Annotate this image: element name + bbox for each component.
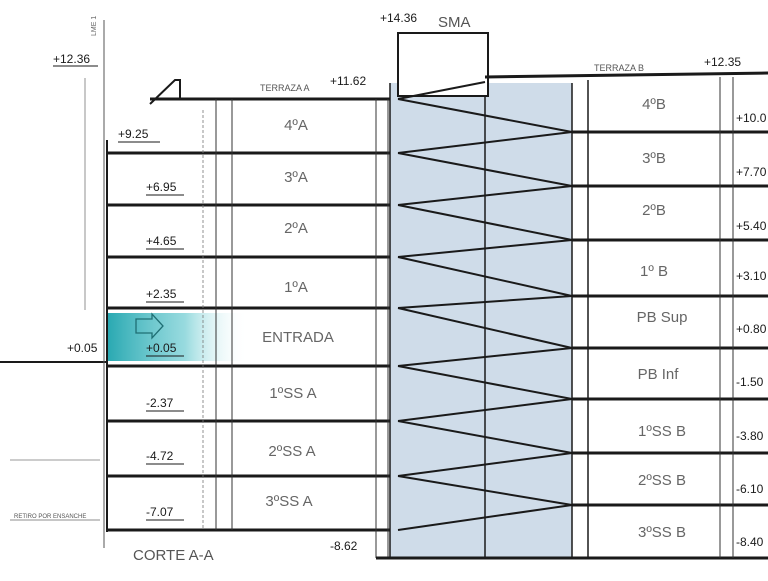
floor-label-a-1: 1ºA	[284, 279, 308, 296]
level-a-floor3: +6.95	[146, 180, 177, 194]
level-a-floor1: +2.35	[146, 287, 177, 301]
floor-label-b-ss3: 3ºSS B	[638, 524, 686, 541]
floor-label-b-pbsup: PB Sup	[637, 309, 688, 326]
level-core-top: +14.36	[380, 11, 417, 25]
floor-label-a-2: 2ºA	[284, 220, 308, 237]
level-b-floor1: +3.10	[736, 269, 767, 283]
floor-label-b-3: 3ºB	[642, 150, 666, 167]
level-a-floor4: +9.25	[118, 127, 149, 141]
parapet-a	[149, 79, 181, 105]
terrace-b-label: TERRAZA B	[594, 63, 644, 73]
level-a-ss2: -4.72	[146, 449, 174, 463]
stair-core	[390, 83, 572, 558]
roof-tag: SMA	[438, 14, 471, 31]
columns-b	[719, 77, 734, 558]
level-b-ss2: -6.10	[736, 482, 764, 496]
floor-label-a-ss2: 2ºSS A	[268, 443, 315, 460]
floor-label-a-ss3: 3ºSS A	[265, 493, 312, 510]
stair-flights	[397, 81, 573, 531]
slabs-b	[484, 71, 768, 560]
level-a-entry-outside: +0.05	[67, 341, 98, 355]
level-b-floor3: +7.70	[736, 165, 767, 179]
level-core-bottom: -8.62	[330, 539, 358, 553]
entrance-highlight	[108, 313, 248, 361]
level-b-floor2: +5.40	[736, 219, 767, 233]
level-b-pbinf: -1.50	[736, 375, 764, 389]
slabs-a	[106, 151, 390, 532]
floor-label-b-ss1: 1ºSS B	[638, 423, 686, 440]
arrow-right-outline-icon	[135, 312, 164, 340]
columns-a	[215, 99, 389, 558]
level-a-floor2: +4.65	[146, 234, 177, 248]
level-a-ss1: -2.37	[146, 396, 174, 410]
core-walls	[389, 80, 589, 558]
floor-label-a-ss1: 1ºSS A	[269, 385, 316, 402]
floor-label-b-pbinf: PB Inf	[638, 366, 680, 383]
floor-label-b-ss2: 2ºSS B	[638, 472, 686, 489]
level-b-floor4: +10.0	[736, 111, 767, 125]
floor-label-b-2: 2ºB	[642, 202, 666, 219]
section-title: CORTE A-A	[133, 547, 214, 564]
level-a-roof: +12.36	[53, 52, 90, 66]
floor-label-b-4: 4ºB	[642, 96, 666, 113]
level-a-terrace: +11.62	[330, 74, 366, 88]
roof-box	[397, 32, 489, 97]
terrace-a-label: TERRAZA A	[260, 83, 310, 93]
floor-label-a-entrada: ENTRADA	[262, 329, 334, 346]
level-b-ss3: -8.40	[736, 535, 764, 549]
floor-label-a-3: 3ºA	[284, 169, 308, 186]
retiro-label: RETIRO POR ENSANCHE	[14, 514, 86, 520]
level-b-pbsup: +0.80	[736, 322, 767, 336]
level-a-entry: +0.05	[146, 341, 177, 355]
lme-label: LME 1	[91, 16, 98, 36]
level-b-roof: +12.35	[704, 55, 741, 69]
floor-label-b-1: 1º B	[640, 263, 668, 280]
level-b-ss1: -3.80	[736, 429, 764, 443]
floor-label-a-4: 4ºA	[284, 117, 308, 134]
level-a-ss3: -7.07	[146, 505, 174, 519]
